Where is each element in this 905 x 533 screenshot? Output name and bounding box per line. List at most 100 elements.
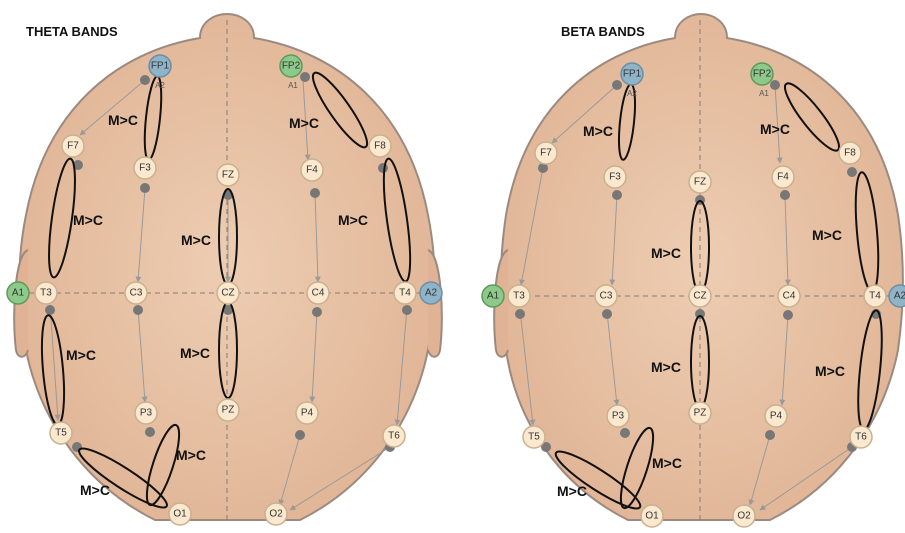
electrode-FP2: FP2 — [280, 55, 302, 77]
svg-text:C4: C4 — [312, 288, 325, 299]
electrode-FP2: FP2 — [751, 63, 773, 85]
svg-text:T6: T6 — [388, 431, 400, 442]
svg-text:CZ: CZ — [221, 288, 234, 299]
comparison-label: M>C — [289, 115, 319, 131]
svg-text:O2: O2 — [269, 509, 283, 520]
svg-text:PZ: PZ — [694, 408, 707, 419]
electrode-A2: A2 — [420, 282, 442, 304]
electrode-P4: P4 — [765, 405, 787, 427]
electrode-F7: F7 — [62, 135, 84, 157]
svg-text:FP1: FP1 — [151, 61, 170, 72]
electrode-F3: F3 — [134, 157, 156, 179]
electrode-P3: P3 — [135, 402, 157, 424]
svg-text:T3: T3 — [513, 291, 525, 302]
comparison-label: M>C — [73, 212, 103, 228]
svg-text:O1: O1 — [173, 509, 187, 520]
comparison-label: M>C — [651, 245, 681, 261]
electrode-F7: F7 — [535, 142, 557, 164]
electrode-A1: A1 — [482, 285, 504, 307]
comparison-label: M>C — [583, 123, 613, 139]
comparison-label: M>C — [176, 447, 206, 463]
svg-text:P3: P3 — [140, 408, 153, 419]
comparison-label: M>C — [108, 112, 138, 128]
electrode-T5: T5 — [50, 422, 72, 444]
electrode-T4: T4 — [394, 282, 416, 304]
electrode-FP1: FP1 — [621, 63, 643, 85]
electrode-minor-label: A2 — [627, 89, 637, 98]
svg-text:FP1: FP1 — [623, 69, 642, 80]
svg-text:F3: F3 — [139, 163, 151, 174]
electrode-T6: T6 — [383, 425, 405, 447]
comparison-label: M>C — [181, 232, 211, 248]
svg-text:PZ: PZ — [222, 405, 235, 416]
svg-text:C4: C4 — [783, 291, 796, 302]
panel-title: BETA BANDS — [561, 24, 645, 39]
electrode-C3: C3 — [125, 282, 147, 304]
theta-panel: THETA BANDS — [7, 14, 442, 525]
svg-text:P4: P4 — [770, 411, 783, 422]
electrode-T3: T3 — [508, 285, 530, 307]
comparison-label: M>C — [812, 227, 842, 243]
svg-text:FZ: FZ — [222, 170, 234, 181]
svg-text:FZ: FZ — [694, 177, 706, 188]
electrode-F4: F4 — [301, 159, 323, 181]
svg-text:FP2: FP2 — [753, 69, 772, 80]
electrode-FZ: FZ — [689, 171, 711, 193]
svg-text:A2: A2 — [425, 288, 438, 299]
electrode-FP1: FP1 — [149, 55, 171, 77]
svg-text:C3: C3 — [130, 288, 143, 299]
svg-text:A1: A1 — [487, 291, 500, 302]
electrode-minor-label: A1 — [288, 81, 298, 90]
svg-text:O1: O1 — [645, 511, 659, 522]
electrode-CZ: CZ — [689, 285, 711, 307]
svg-text:CZ: CZ — [693, 291, 706, 302]
electrode-P3: P3 — [607, 405, 629, 427]
svg-text:T5: T5 — [55, 428, 67, 439]
electrode-C3: C3 — [595, 285, 617, 307]
comparison-label: M>C — [815, 363, 845, 379]
electrode-F8: F8 — [839, 142, 861, 164]
svg-text:F3: F3 — [609, 172, 621, 183]
svg-text:T4: T4 — [869, 291, 881, 302]
svg-text:P4: P4 — [301, 408, 314, 419]
comparison-label: M>C — [80, 482, 110, 498]
electrode-O1: O1 — [641, 505, 663, 527]
electrode-F3: F3 — [604, 166, 626, 188]
svg-text:T3: T3 — [40, 288, 52, 299]
electrode-PZ: PZ — [217, 399, 239, 421]
svg-text:T6: T6 — [855, 432, 867, 443]
svg-text:F7: F7 — [540, 148, 552, 159]
electrode-minor-label: A1 — [759, 89, 769, 98]
comparison-label: M>C — [652, 455, 682, 471]
svg-text:A1: A1 — [12, 288, 25, 299]
electrode-O1: O1 — [169, 503, 191, 525]
comparison-label: M>C — [760, 121, 790, 137]
svg-text:F8: F8 — [374, 141, 386, 152]
electrode-A2: A2 — [889, 285, 905, 307]
svg-text:F8: F8 — [844, 148, 856, 159]
electrode-T4: T4 — [864, 285, 886, 307]
comparison-label: M>C — [66, 347, 96, 363]
electrode-minor-label: A2 — [155, 81, 165, 90]
head-shape — [501, 14, 903, 520]
electrode-P4: P4 — [296, 402, 318, 424]
svg-text:C3: C3 — [600, 291, 613, 302]
electrode-O2: O2 — [265, 503, 287, 525]
electrode-T6: T6 — [850, 426, 872, 448]
electrode-O2: O2 — [733, 505, 755, 527]
comparison-label: M>C — [338, 212, 368, 228]
electrode-PZ: PZ — [689, 402, 711, 424]
svg-text:T5: T5 — [528, 432, 540, 443]
comparison-label: M>C — [180, 345, 210, 361]
svg-text:T4: T4 — [399, 288, 411, 299]
comparison-label: M>C — [651, 359, 681, 375]
electrode-T5: T5 — [523, 426, 545, 448]
electrode-T3: T3 — [35, 282, 57, 304]
electrode-F8: F8 — [369, 135, 391, 157]
beta-panel: BETA BANDS — [482, 14, 905, 527]
svg-text:A2: A2 — [894, 291, 905, 302]
electrode-A1: A1 — [7, 282, 29, 304]
electrode-F4: F4 — [772, 166, 794, 188]
electrode-CZ: CZ — [217, 282, 239, 304]
